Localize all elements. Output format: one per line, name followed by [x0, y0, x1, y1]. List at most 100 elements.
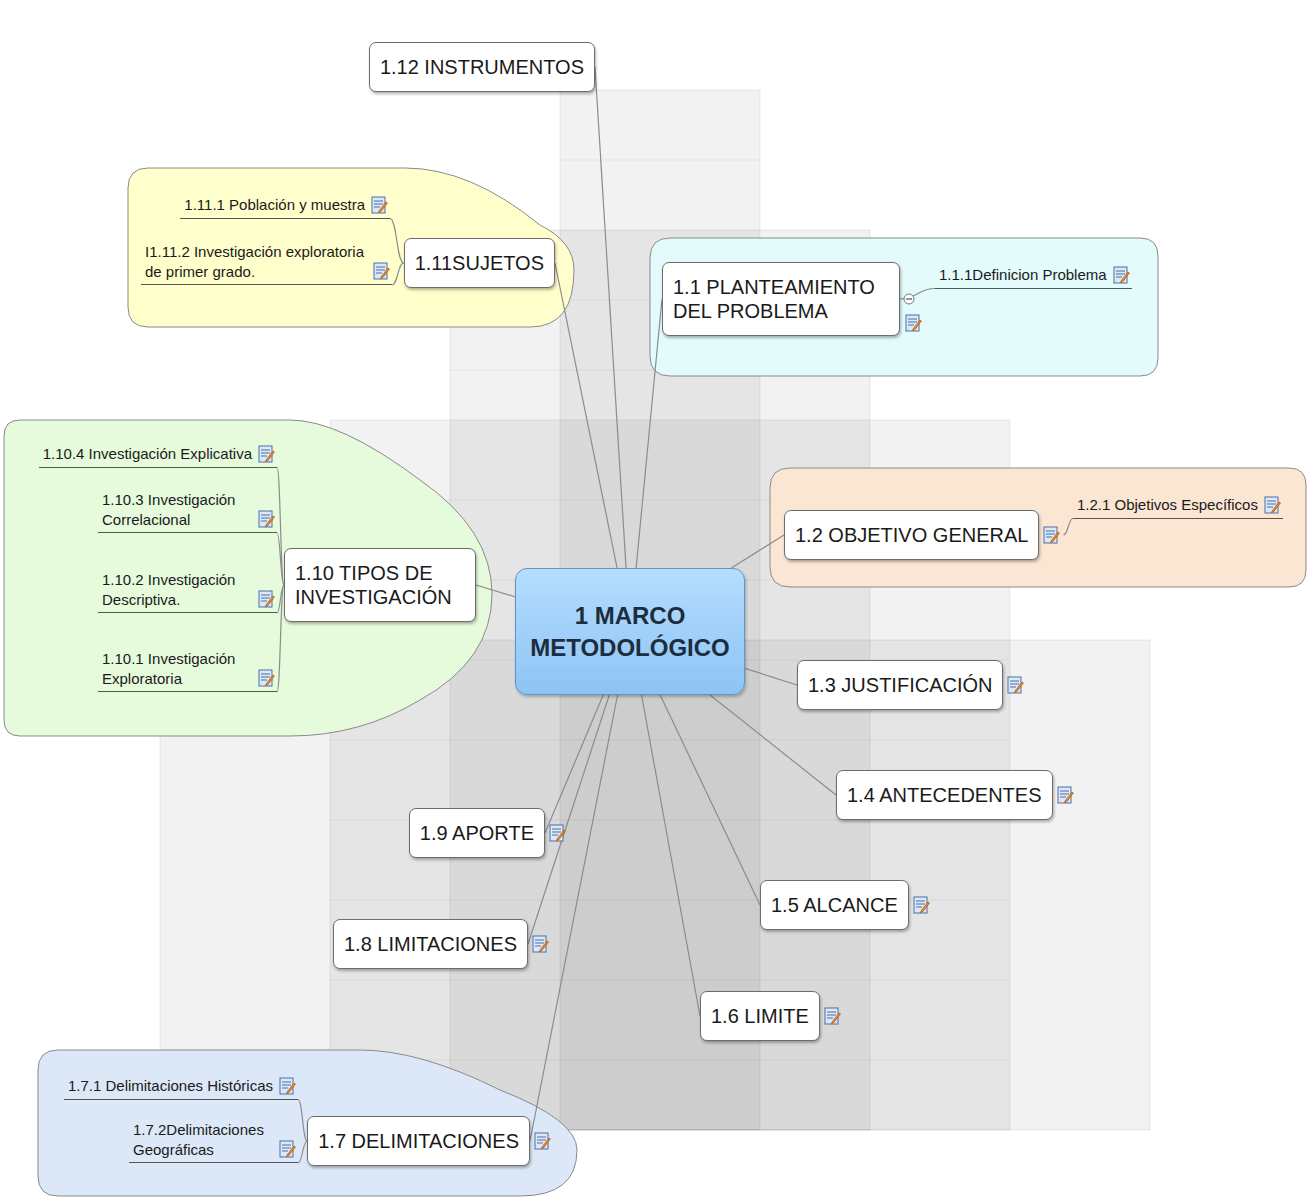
note-icon-graphic: [1113, 266, 1130, 285]
subtopic: 1.10.4 Investigación Explicativa: [39, 442, 277, 468]
note-icon: [1057, 786, 1074, 805]
note-icon: [279, 1077, 296, 1096]
topic-box: 1.1 PLANTEAMIENTO DEL PROBLEMA: [662, 262, 900, 336]
note-icon-graphic: [1043, 526, 1060, 545]
note-icon: [913, 896, 930, 915]
note-icon: [532, 935, 549, 954]
central-topic: 1 MARCO METODOLÓGICO: [515, 568, 745, 695]
topic-box: 1.6 LIMITE: [700, 991, 820, 1041]
branch-line: [1063, 519, 1073, 536]
note-icon: [371, 196, 388, 215]
subtopic: 1.1.1Definicion Problema: [935, 263, 1132, 289]
note-icon: [905, 314, 922, 333]
branch-line: [745, 668, 797, 685]
note-icon: [279, 1140, 296, 1159]
topic-label: 1.7.1 Delimitaciones Históricas: [68, 1076, 273, 1096]
topic-label: 1.2.1 Objetivos Específicos: [1077, 495, 1258, 515]
note-icon-graphic: [373, 262, 390, 281]
note-icon-graphic: [549, 824, 566, 843]
note-icon-graphic: [258, 445, 275, 464]
subtopic: 1.7.1 Delimitaciones Históricas: [64, 1074, 298, 1100]
note-icon: [1264, 496, 1281, 515]
note-icon-graphic: [258, 669, 275, 688]
branch-line: [642, 695, 700, 1016]
topic-box: 1.12 INSTRUMENTOS: [369, 42, 595, 92]
topic-label: 1.12 INSTRUMENTOS: [380, 56, 584, 78]
branch-line: [476, 585, 515, 597]
orange-region: [770, 468, 1306, 587]
note-icon-graphic: [534, 1132, 551, 1151]
topic-label: 1.1.1Definicion Problema: [939, 265, 1107, 285]
topic-box: 1.7 DELIMITACIONES: [307, 1116, 530, 1166]
branch-line: [390, 219, 404, 264]
topic-label: 1.10.1 Investigación Exploratoria: [102, 649, 252, 688]
note-icon: [534, 1132, 551, 1151]
subtopic: I1.11.2 Investigación exploratoria de pr…: [141, 240, 392, 285]
topic-label: 1.6 LIMITE: [711, 1005, 809, 1027]
subtopic: 1.10.1 Investigación Exploratoria: [98, 647, 277, 692]
cyan-region: [650, 238, 1158, 376]
note-icon-graphic: [258, 590, 275, 609]
topic-label: 1.5 ALCANCE: [771, 894, 898, 916]
branch-line: [530, 695, 618, 1141]
note-icon: [258, 510, 275, 529]
subtopic: 1.11.1 Población y muestra: [180, 193, 390, 219]
topic-box: 1.11SUJETOS: [404, 238, 555, 288]
topic-label: 1.11.1 Población y muestra: [184, 195, 365, 215]
topic-box: 1.5 ALCANCE: [760, 880, 909, 930]
note-icon: [824, 1007, 841, 1026]
subtopic: 1.2.1 Objetivos Específicos: [1073, 493, 1283, 519]
topic-label: 1.8 LIMITACIONES: [344, 933, 517, 955]
note-icon: [258, 590, 275, 609]
collapse-toggle: [904, 294, 914, 304]
topic-label: 1.10 TIPOS DE INVESTIGACIÓN: [295, 561, 465, 609]
topic-box: 1.4 ANTECEDENTES: [836, 770, 1053, 820]
topic-box: 1.9 APORTE: [409, 808, 545, 858]
branch-line: [710, 695, 836, 795]
note-icon: [1113, 266, 1130, 285]
note-icon: [1007, 676, 1024, 695]
note-icon-graphic: [371, 196, 388, 215]
note-icon-graphic: [1264, 496, 1281, 515]
topic-label: 1.10.2 Investigación Descriptiva.: [102, 570, 252, 609]
note-icon: [373, 262, 390, 281]
subtopic: 1.10.2 Investigación Descriptiva.: [98, 568, 277, 613]
note-icon-graphic: [258, 510, 275, 529]
blue-region: [38, 1050, 577, 1196]
note-icon-graphic: [1057, 786, 1074, 805]
branch-line: [545, 695, 603, 833]
branch-line: [636, 299, 662, 568]
topic-label: 1.3 JUSTIFICACIÓN: [808, 674, 992, 696]
subtopic: 1.7.2Delimitaciones Geográficas: [129, 1118, 298, 1163]
branch-line: [277, 468, 284, 586]
branch-line: [595, 67, 626, 568]
branch-line: [298, 1141, 307, 1163]
topic-box: 1.2 OBJETIVO GENERAL: [784, 510, 1039, 560]
note-icon-graphic: [279, 1140, 296, 1159]
note-icon-graphic: [913, 896, 930, 915]
topic-label: 1.7.2Delimitaciones Geográficas: [133, 1120, 273, 1159]
note-icon: [258, 669, 275, 688]
branch-line: [555, 263, 617, 568]
note-icon-graphic: [905, 314, 922, 333]
collapse-minus: [906, 298, 912, 299]
topic-label: 1.10.3 Investigación Correlacional: [102, 490, 252, 529]
yellow-region: [128, 168, 574, 327]
note-icon-graphic: [279, 1077, 296, 1096]
topic-label: 1 MARCO METODOLÓGICO: [516, 600, 744, 662]
green-region: [4, 420, 492, 736]
branch-line: [277, 533, 284, 585]
topic-box: 1.8 LIMITACIONES: [333, 919, 528, 969]
topic-label: 1.4 ANTECEDENTES: [847, 784, 1042, 806]
topic-label: 1.10.4 Investigación Explicativa: [43, 444, 252, 464]
topic-label: 1.9 APORTE: [420, 822, 534, 844]
branch-line: [731, 535, 784, 568]
note-icon-graphic: [824, 1007, 841, 1026]
topic-label: 1.7 DELIMITACIONES: [318, 1130, 519, 1152]
topic-label: I1.11.2 Investigación exploratoria de pr…: [145, 242, 367, 281]
topic-box: 1.3 JUSTIFICACIÓN: [797, 660, 1003, 710]
branch-line: [277, 585, 284, 692]
subtopic: 1.10.3 Investigación Correlacional: [98, 488, 277, 533]
note-icon: [549, 824, 566, 843]
